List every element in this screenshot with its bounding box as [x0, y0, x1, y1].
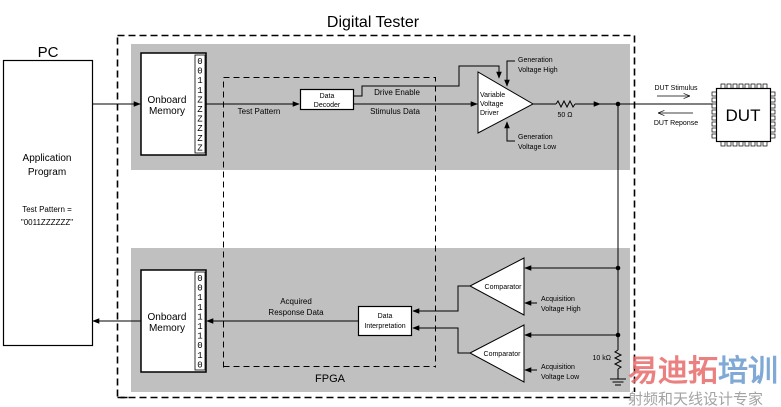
watermark-red: 易迪拓	[628, 355, 718, 388]
fpga-boundary	[223, 77, 436, 407]
interp-label-1: Data	[378, 313, 393, 320]
variable-voltage-driver	[477, 71, 535, 134]
watermark-blue: 培训	[718, 354, 778, 388]
memory-label-2: Memory	[149, 323, 185, 334]
memory-bit: Z	[197, 95, 203, 105]
data-decoder-box	[299, 88, 355, 111]
memory-label-1: Onboard	[148, 312, 187, 323]
gen-high-1: Generation	[518, 57, 553, 64]
memory-bit: 0	[197, 67, 202, 77]
memory-bit: 0	[197, 341, 202, 351]
memory-bit: 1	[197, 293, 202, 303]
resistor-10k-label: 10 kΩ	[593, 355, 611, 362]
pc-box	[2, 59, 94, 347]
pc-label: PC	[38, 44, 59, 61]
app-label-2: Program	[28, 167, 66, 178]
acquired-label-1: Acquired	[280, 297, 312, 306]
driver-label-1: Variable	[480, 92, 505, 99]
memory-bit: Z	[197, 143, 203, 153]
memory-label-2: Memory	[149, 106, 185, 117]
memory-bit: 1	[197, 351, 202, 361]
gen-low-1: Generation	[518, 134, 553, 141]
comparator-low-output	[412, 325, 470, 354]
dut-response-label: DUT Reponse	[654, 120, 698, 127]
gen-voltage-high-arrow	[504, 60, 515, 87]
memory-bit: 0	[197, 360, 202, 370]
resistor-50-ohm	[555, 99, 576, 109]
memory-bit: 0	[197, 274, 202, 284]
comparator-high	[468, 257, 525, 316]
memory-bit: 1	[197, 303, 202, 313]
memory-bit: 1	[197, 76, 202, 86]
app-label-1: Application	[23, 153, 72, 164]
memory-bit: Z	[197, 134, 203, 144]
memory-bit: 1	[197, 322, 202, 332]
comparator-low-label: Comparator	[484, 351, 522, 358]
acq-low-2: Voltage Low	[541, 374, 580, 381]
memory-bit: 0	[197, 57, 202, 67]
dut-label: DUT	[726, 106, 761, 125]
dut-stimulus-label: DUT Stimulus	[654, 85, 698, 92]
drive-enable-line	[354, 65, 502, 97]
resistor-10k	[613, 349, 623, 370]
stimulus-data-label: Stimulus Data	[370, 107, 420, 116]
generation-panel	[131, 44, 630, 170]
decoder-label-2: Decoder	[314, 102, 341, 109]
memory-bit: Z	[197, 105, 203, 115]
interp-label-2: Interpretation	[364, 323, 405, 330]
memory-bit: 1	[197, 332, 202, 342]
gen-high-2: Voltage High	[518, 67, 558, 74]
memory-bit: 0	[197, 284, 202, 294]
pattern-label: Test Pattern =	[22, 205, 72, 214]
test-pattern-label: Test Pattern	[238, 107, 281, 116]
diagram-title: Digital Tester	[327, 14, 420, 31]
comparator-high-output	[412, 285, 470, 314]
driver-label-2: Voltage	[480, 101, 503, 108]
watermark: 易迪拓 培训 射频和天线设计专家	[628, 354, 778, 407]
dut-chip: DUT	[711, 83, 776, 147]
top-onboard-memory: Onboard Memory 0011ZZZZZZ	[140, 52, 207, 156]
memory-bit: 1	[197, 312, 202, 322]
comparator-high-label: Comparator	[485, 284, 523, 291]
memory-bit: 1	[197, 86, 202, 96]
drive-enable-label: Drive Enable	[374, 88, 420, 97]
decoder-label-1: Data	[320, 93, 335, 100]
acq-low-1: Acquisition	[541, 364, 575, 371]
comparator-low	[468, 324, 525, 383]
gen-voltage-low-arrow	[504, 121, 515, 142]
fpga-label: FPGA	[315, 373, 346, 385]
pattern-value: "0011ZZZZZZ"	[21, 218, 73, 227]
memory-label-1: Onboard	[148, 95, 187, 106]
watermark-subtitle: 射频和天线设计专家	[628, 391, 763, 407]
memory-bit: Z	[197, 124, 203, 134]
acq-high-2: Voltage High	[541, 306, 581, 313]
memory-bit: Z	[197, 115, 203, 125]
gen-low-2: Voltage Low	[518, 144, 557, 151]
data-interpretation-box	[357, 305, 413, 337]
acquired-label-2: Response Data	[268, 308, 324, 317]
resistor-50-label: 50 Ω	[558, 112, 573, 119]
acq-high-1: Acquisition	[541, 296, 575, 303]
driver-label-3: Driver	[480, 110, 499, 117]
